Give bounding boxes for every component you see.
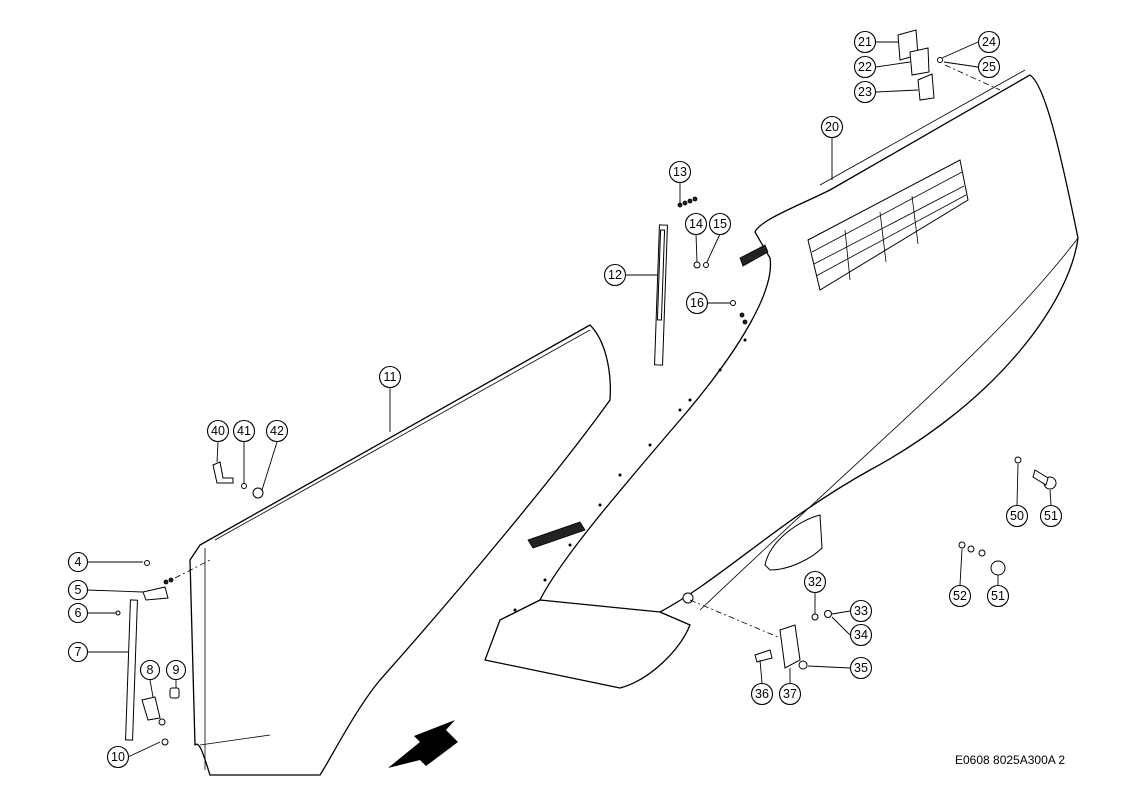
callout-4: 4 (67, 551, 89, 573)
svg-text:36: 36 (755, 687, 769, 701)
svg-text:51: 51 (1044, 509, 1058, 523)
svg-text:37: 37 (783, 687, 797, 701)
svg-text:11: 11 (384, 370, 397, 384)
svg-text:24: 24 (982, 35, 996, 49)
callout-40: 40 (206, 419, 230, 443)
callout-33: 33 (849, 599, 873, 623)
svg-text:32: 32 (808, 575, 822, 589)
callout-36: 36 (750, 682, 774, 706)
callout-42: 42 (265, 419, 289, 443)
callout-5: 5 (67, 579, 89, 601)
callout-35: 35 (849, 656, 873, 680)
callout-11: 11 (378, 365, 402, 389)
svg-text:5: 5 (75, 583, 82, 597)
arrow-down-left-icon (388, 720, 458, 768)
svg-text:7: 7 (75, 645, 82, 659)
callout-14: 14 (684, 212, 708, 236)
callout-6: 6 (67, 602, 89, 624)
callout-10: 10 (106, 745, 130, 769)
svg-text:21: 21 (858, 35, 872, 49)
svg-text:41: 41 (237, 424, 251, 438)
callout-20: 20 (820, 115, 844, 139)
svg-text:14: 14 (689, 217, 703, 231)
svg-text:13: 13 (673, 165, 687, 179)
svg-text:50: 50 (1010, 509, 1024, 523)
svg-text:40: 40 (211, 424, 225, 438)
leader-lines (86, 41, 1052, 758)
hardware-parts (115, 29, 1057, 746)
callout-51-upper: 51 (1039, 504, 1063, 528)
svg-text:6: 6 (75, 606, 82, 620)
gas-strut-7 (125, 599, 138, 741)
svg-text:35: 35 (854, 661, 868, 675)
callout-16: 16 (685, 291, 709, 315)
callout-37: 37 (778, 682, 802, 706)
svg-text:20: 20 (825, 120, 839, 134)
callout-23: 23 (853, 80, 877, 104)
callout-8: 8 (139, 659, 161, 681)
callout-32: 32 (803, 570, 827, 594)
gas-strut-12 (654, 224, 668, 366)
svg-text:8: 8 (147, 663, 154, 677)
left-side-panel (189, 324, 611, 776)
svg-text:16: 16 (690, 296, 704, 310)
callout-21: 21 (853, 30, 877, 54)
callout-12: 12 (603, 263, 627, 287)
svg-text:34: 34 (854, 628, 868, 642)
callout-51-lower: 51 (986, 584, 1010, 608)
svg-text:22: 22 (858, 60, 872, 74)
vent-grille (807, 159, 969, 291)
callout-13: 13 (668, 160, 692, 184)
svg-text:25: 25 (982, 60, 996, 74)
svg-text:33: 33 (854, 604, 868, 618)
callout-41: 41 (232, 419, 256, 443)
callout-34: 34 (849, 623, 873, 647)
callout-15: 15 (708, 212, 732, 236)
svg-text:9: 9 (173, 663, 180, 677)
rivet-dots (513, 338, 747, 612)
drawing-code: E0608 8025A300A 2 (955, 753, 1066, 767)
callout-7: 7 (67, 641, 89, 663)
svg-text:42: 42 (270, 424, 284, 438)
svg-text:23: 23 (858, 85, 872, 99)
svg-text:12: 12 (608, 268, 622, 282)
right-side-panel (484, 69, 1079, 689)
svg-text:15: 15 (713, 217, 727, 231)
callout-25: 25 (977, 55, 1001, 79)
callout-24: 24 (977, 30, 1001, 54)
callout-22: 22 (853, 55, 877, 79)
callout-50: 50 (1005, 504, 1029, 528)
svg-text:10: 10 (111, 750, 125, 764)
callout-52: 52 (948, 584, 972, 608)
svg-text:4: 4 (75, 555, 82, 569)
svg-text:52: 52 (953, 589, 967, 603)
svg-text:51: 51 (991, 589, 1005, 603)
callout-9: 9 (165, 659, 187, 681)
